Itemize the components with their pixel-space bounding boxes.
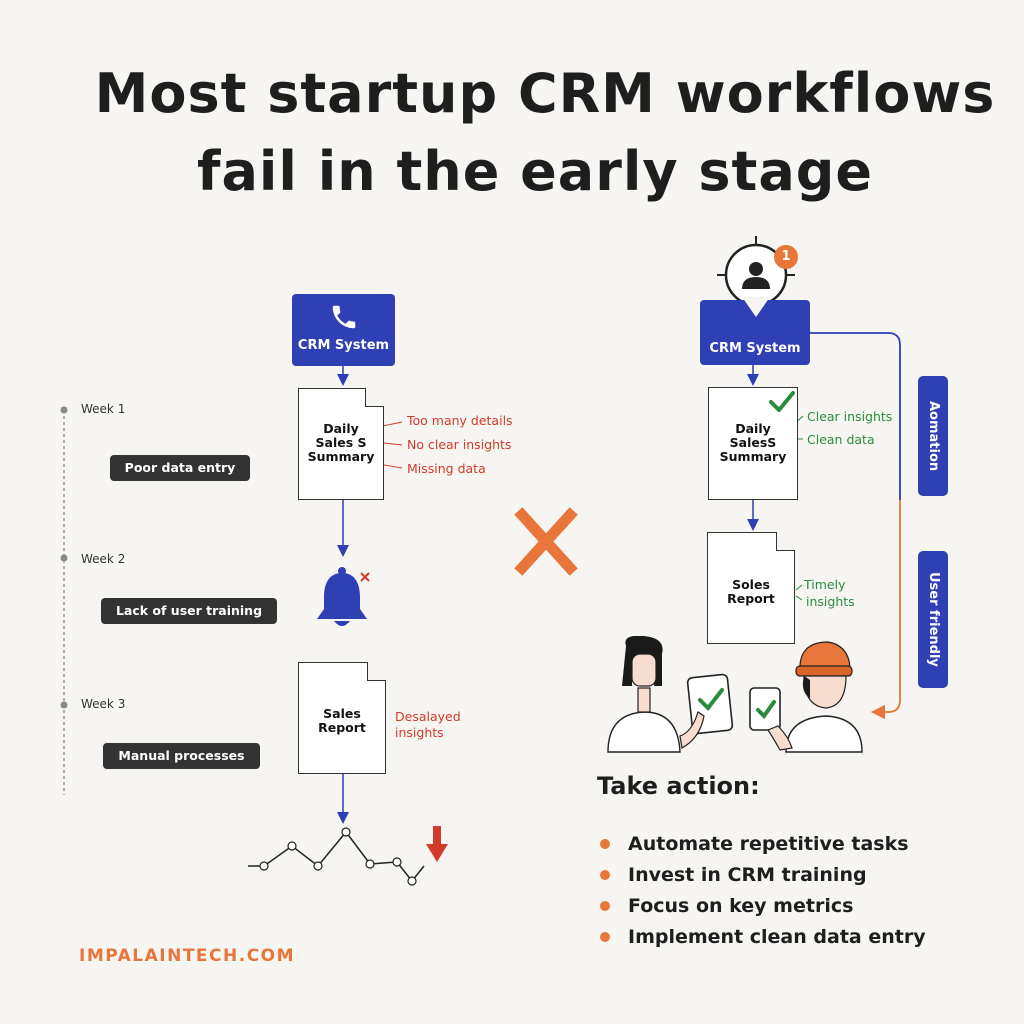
action-item: Invest in CRM training: [600, 859, 926, 890]
phone-icon: [332, 305, 355, 329]
sales-report-doc-right: Soles Report: [707, 532, 795, 644]
doc-line: SalesS: [729, 435, 777, 450]
crm-system-label-right: CRM System: [709, 341, 801, 356]
headline-line-2: fail in the early stage: [196, 140, 874, 203]
team-illustration: [607, 636, 863, 753]
notification-badge: 1: [774, 245, 798, 269]
week-3-label: Week 3: [81, 697, 126, 711]
doc-line: Summary: [719, 449, 787, 464]
doc-line: Sales: [323, 706, 361, 721]
pill-manual-processes: Manual processes: [103, 743, 260, 769]
delayed-line: insights: [395, 725, 444, 740]
daily-summary-doc-left: Daily Sales S Summary: [298, 388, 384, 500]
pill-poor-data-entry: Poor data entry: [110, 455, 250, 481]
bullet-dot: [600, 931, 610, 942]
bullet-dot: [600, 838, 610, 849]
issue-too-many-details: Too many details: [407, 413, 513, 428]
action-item: Automate repetitive tasks: [600, 828, 926, 859]
doc-line: Summary: [307, 449, 375, 464]
reticle-pointer: [742, 297, 770, 317]
timely-line: insights: [806, 594, 855, 609]
brand-link[interactable]: IMPALAINTECH.COM: [79, 946, 296, 966]
issue-missing-data: Missing data: [407, 461, 486, 476]
action-item-text: Focus on key metrics: [628, 894, 854, 917]
headline-line-1: Most startup CRM workflows: [94, 62, 996, 125]
sales-report-doc-left: Sales Report: [298, 662, 386, 774]
crm-system-label-left: CRM System: [297, 338, 390, 353]
bell-icon: [317, 567, 370, 626]
crm-system-box-right: CRM System: [700, 300, 810, 365]
doc-line: Report: [318, 720, 366, 735]
delayed-line: Desalayed: [395, 709, 461, 724]
check-icon: [769, 391, 795, 412]
doc-line: Daily: [323, 421, 359, 436]
action-item-text: Automate repetitive tasks: [628, 832, 909, 855]
side-label-automation: Aomation: [918, 376, 948, 496]
timely-insights-note: Timely insights: [804, 576, 855, 610]
action-item: Focus on key metrics: [600, 890, 926, 921]
bullet-dot: [600, 900, 610, 911]
action-list: Automate repetitive tasks Invest in CRM …: [600, 828, 926, 952]
week-1-label: Week 1: [81, 402, 126, 416]
pill-lack-of-user-training: Lack of user training: [101, 598, 277, 624]
crm-system-box-left: CRM System: [292, 294, 395, 366]
side-label-user-friendly: User friendly: [918, 551, 948, 688]
bullet-dot: [600, 869, 610, 880]
benefit-clear-insights: Clear insights: [807, 409, 893, 424]
doc-line: Soles: [732, 577, 770, 592]
benefit-clean-data: Clean data: [807, 432, 875, 447]
doc-line: Sales S: [315, 435, 367, 450]
delayed-insights-note: Desalayed insights: [395, 709, 461, 741]
issue-no-clear-insights: No clear insights: [407, 437, 512, 452]
doc-line: Daily: [735, 421, 771, 436]
user-avatar-icon: [742, 262, 770, 289]
action-item: Implement clean data entry: [600, 921, 926, 952]
week-2-label: Week 2: [81, 552, 126, 566]
action-item-text: Invest in CRM training: [628, 863, 867, 886]
take-action-heading: Take action:: [597, 772, 760, 800]
doc-line: Report: [727, 591, 775, 606]
action-item-text: Implement clean data entry: [628, 925, 926, 948]
timely-line: Timely: [804, 577, 846, 592]
